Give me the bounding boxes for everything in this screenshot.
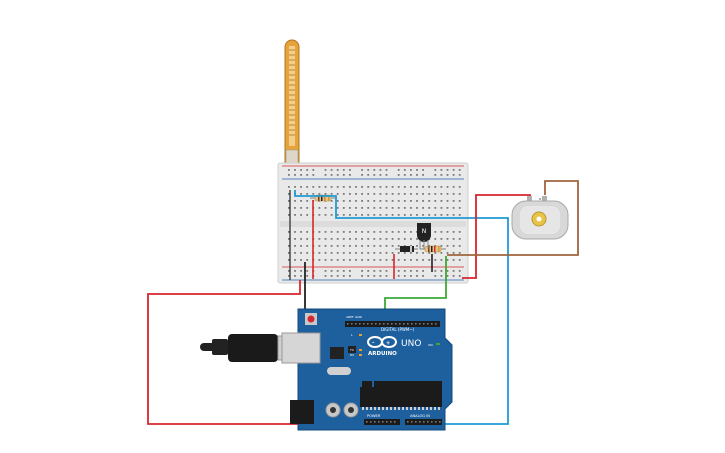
breadboard — [277, 162, 469, 284]
arduino-logo-text: ARDUINO — [368, 351, 397, 357]
arduino-logo: – + — [367, 336, 397, 348]
wire-blue-signal[interactable] — [294, 190, 509, 425]
motor-label: M — [539, 197, 542, 201]
transistor[interactable]: N — [417, 223, 431, 249]
aref-label: AREF — [346, 315, 354, 319]
rx-label: RX — [350, 353, 354, 357]
arduino-uno[interactable]: DIGITAL (PWM~) POWER ANALOG IN AREF GND … — [200, 308, 453, 431]
tx-label: TX — [349, 348, 354, 352]
header-pins — [347, 323, 441, 423]
dc-motor[interactable]: M — [511, 196, 569, 240]
svg-text:+: + — [386, 341, 390, 347]
wire-green-digital[interactable] — [384, 256, 447, 316]
flex-sensor-traces — [289, 49, 295, 136]
digital-header-label: DIGITAL (PWM~) — [381, 327, 415, 332]
transistor-label: N — [422, 228, 427, 235]
on-label: ON — [428, 343, 433, 347]
l-label: L — [351, 333, 353, 337]
gnd-label: GND — [355, 315, 363, 319]
uno-label: UNO — [401, 339, 421, 349]
wire-brown-motor[interactable] — [447, 180, 579, 256]
power-header-label: POWER — [367, 414, 381, 418]
svg-text:–: – — [372, 340, 375, 346]
wire-red-5v[interactable] — [147, 280, 330, 425]
diode[interactable] — [395, 246, 418, 252]
analog-header-label: ANALOG IN — [410, 414, 430, 418]
